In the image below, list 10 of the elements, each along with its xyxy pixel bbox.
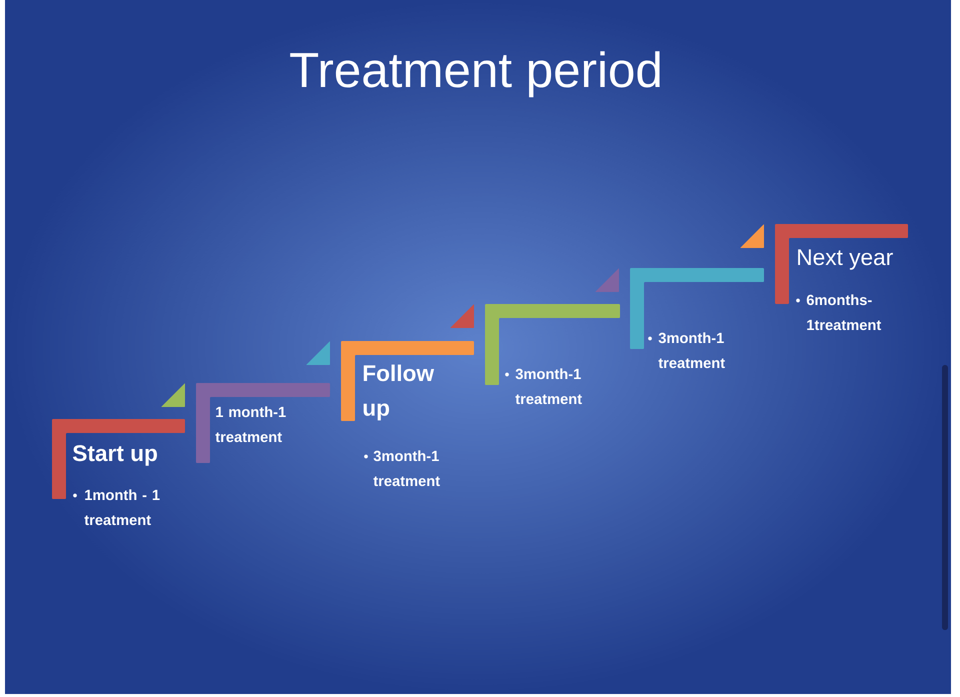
step-text: 1month - 1 treatment: [84, 489, 160, 526]
step-heading: Next year: [798, 249, 893, 270]
step-text: 6months- 1treatment: [806, 294, 882, 330]
step-text: 3month-1 treatment: [658, 332, 725, 368]
step-heading: Start up: [72, 445, 157, 466]
step-heading: Follow up: [364, 364, 434, 420]
step-text: 1 month-1 treatment: [215, 406, 286, 442]
step-text: 3month-1 treatment: [373, 450, 440, 486]
step-text: 3month-1 treatment: [515, 368, 582, 404]
title: Treatment period: [290, 51, 660, 98]
